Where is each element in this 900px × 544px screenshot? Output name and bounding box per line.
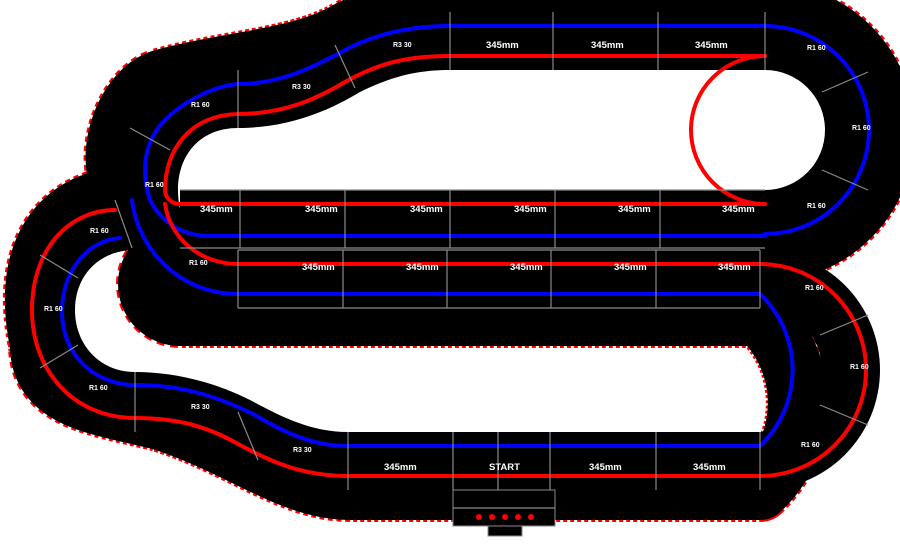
label-upper-straight-5: 345mm: [618, 204, 651, 215]
label-bottom-r3-30-b: R3 30: [293, 447, 312, 454]
label-upper-straight-2: 345mm: [305, 204, 338, 215]
lane-red: [30, 54, 868, 478]
label-middle-straight-1: 345mm: [302, 262, 335, 273]
label-upper-straight-6: 345mm: [722, 204, 755, 215]
lower-right-curve: [760, 250, 880, 490]
label-top-r1-60: R1 60: [807, 45, 826, 52]
label-top-r3-30: R3 30: [393, 42, 412, 49]
label-right-lower-2: R1 60: [850, 364, 869, 371]
lap-light-4: [515, 514, 521, 520]
lap-light-1: [476, 514, 482, 520]
lanes: [30, 24, 871, 478]
label-upper-straight-1: 345mm: [200, 204, 233, 215]
label-middle-straight-5: 345mm: [718, 262, 751, 273]
top-left-s: [238, 12, 450, 128]
seam: [237, 411, 259, 461]
label-upper-straight-4: 345mm: [514, 204, 547, 215]
top-straight: [450, 12, 765, 70]
label-upper-straight-3: 345mm: [410, 204, 443, 215]
label-middle-straight-4: 345mm: [614, 262, 647, 273]
label-right-upper-1: R1 60: [852, 125, 871, 132]
label-top-345-3: 345mm: [695, 40, 728, 51]
track-body: [18, 12, 883, 490]
lap-light-3: [502, 514, 508, 520]
label-middle-straight-2: 345mm: [406, 262, 439, 273]
seam: [821, 71, 869, 93]
upper-right-curve: [765, 12, 883, 248]
bottom-left-s: [135, 372, 348, 490]
seam: [114, 199, 133, 249]
lane-blue: [60, 24, 871, 448]
seam: [39, 344, 79, 369]
middle-straight: [238, 250, 760, 308]
label-right-lower-3: R1 60: [801, 442, 820, 449]
label-top-r1-60-left: R1 60: [191, 102, 210, 109]
lap-light-5: [528, 514, 534, 520]
track-labels: R3 30 345mm 345mm 345mm R1 60 R3 30 R1 6…: [44, 40, 871, 473]
lap-light-2: [489, 514, 495, 520]
label-start: START: [489, 462, 520, 473]
label-middle-straight-3: 345mm: [510, 262, 543, 273]
seam: [129, 127, 171, 151]
bottom-straight: [348, 432, 760, 490]
label-right-lower-1: R1 60: [805, 285, 824, 292]
label-left-upper-2: R1 60: [189, 260, 208, 267]
section-seams: [39, 12, 869, 490]
label-top-345-2: 345mm: [591, 40, 624, 51]
label-right-upper-2: R1 60: [807, 203, 826, 210]
label-top-345-1: 345mm: [486, 40, 519, 51]
seam: [39, 254, 79, 279]
seam: [819, 314, 869, 336]
label-left-lower-2: R1 60: [44, 306, 63, 313]
seam: [334, 44, 356, 89]
label-bottom-345-2: 345mm: [589, 462, 622, 473]
seam: [821, 169, 869, 191]
upper-straight: [180, 190, 765, 248]
label-top-r3-30-b: R3 30: [292, 84, 311, 91]
seam: [819, 404, 869, 426]
lap-counter: [452, 489, 556, 537]
label-left-lower-1: R1 60: [90, 228, 109, 235]
label-left-lower-3: R1 60: [89, 385, 108, 392]
label-bottom-345-3: 345mm: [693, 462, 726, 473]
label-bottom-345-1: 345mm: [384, 462, 417, 473]
label-left-upper-1: R1 60: [145, 182, 164, 189]
label-bottom-r3-30-a: R3 30: [191, 404, 210, 411]
lap-counter-foot: [487, 525, 523, 537]
